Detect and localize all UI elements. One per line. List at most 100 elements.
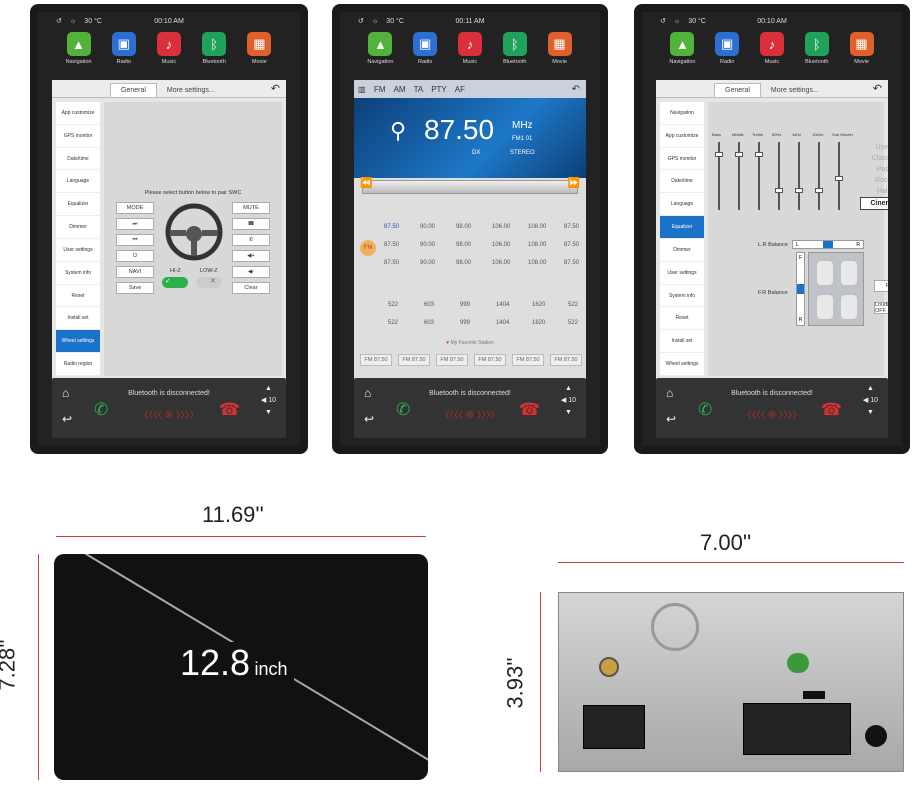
brightness-icon[interactable]: ☼: [673, 17, 681, 25]
volume-down-button[interactable]: ◀-: [232, 266, 270, 278]
app-radio[interactable]: ▣Radio: [405, 32, 445, 76]
am-preset[interactable]: 1404: [496, 320, 510, 326]
tab-more-settings[interactable]: More settings...: [770, 87, 819, 94]
fm-preset[interactable]: 108.00: [528, 242, 547, 248]
back-icon[interactable]: ↺: [358, 18, 364, 25]
answer-call-icon[interactable]: ✆: [698, 400, 713, 419]
favorite-station[interactable]: FM 87.50: [512, 354, 544, 366]
navi-button[interactable]: NAVI: [116, 266, 154, 278]
eq-slider[interactable]: [795, 142, 803, 210]
eq-slider[interactable]: [815, 142, 823, 210]
hiz-toggle[interactable]: ✓: [162, 277, 188, 288]
sidebar-item-app-customize[interactable]: App customize: [660, 125, 704, 148]
fm-preset[interactable]: 106.00: [492, 224, 511, 230]
return-icon[interactable]: ↩: [666, 412, 677, 426]
volume-control[interactable]: ▲◀ 10▼: [260, 385, 276, 416]
loudness-button[interactable]: Loudness OFF: [874, 302, 888, 314]
app-movie[interactable]: ▦Movie: [239, 32, 279, 76]
sidebar-item-date-time[interactable]: Date/time: [56, 148, 100, 171]
favorite-station[interactable]: FM 87.50: [398, 354, 430, 366]
preset-rock[interactable]: Rock: [875, 177, 888, 184]
answer-call-icon[interactable]: ✆: [396, 400, 411, 419]
preset-classic[interactable]: Classic: [871, 155, 888, 162]
eq-slider-knob[interactable]: [715, 151, 723, 157]
preset-cinema[interactable]: Cinema: [860, 197, 888, 210]
sidebar-item-user-settings[interactable]: User settings: [56, 239, 100, 262]
am-preset[interactable]: 999: [460, 302, 471, 308]
am-preset[interactable]: 603: [424, 320, 435, 326]
sidebar-item-wheel-settings[interactable]: Wheel settings: [56, 330, 100, 354]
back-icon[interactable]: ↺: [660, 18, 666, 25]
eq-slider[interactable]: [775, 142, 783, 210]
am-preset[interactable]: 522: [568, 302, 579, 308]
band-am[interactable]: AM: [393, 84, 406, 94]
volume-up-button[interactable]: ◀+: [232, 250, 270, 262]
sidebar-item-reset[interactable]: Reset: [660, 307, 704, 331]
fm-preset[interactable]: 106.00: [492, 242, 511, 248]
fm-preset[interactable]: 98.00: [456, 224, 472, 230]
eq-slider[interactable]: [735, 142, 743, 210]
prev-track-button[interactable]: ⏮: [116, 234, 154, 246]
sidebar-item-system-info[interactable]: System info: [660, 285, 704, 308]
am-preset[interactable]: 999: [460, 320, 471, 326]
home-icon[interactable]: ⌂: [364, 386, 372, 400]
fm-preset[interactable]: 98.00: [456, 260, 472, 266]
app-radio[interactable]: ▣Radio: [707, 32, 747, 76]
sidebar-item-equalizer[interactable]: Equalizer: [56, 193, 100, 217]
am-preset[interactable]: 522: [388, 302, 399, 308]
lowz-toggle[interactable]: ✕: [196, 277, 222, 288]
pty-toggle[interactable]: PTY: [431, 84, 447, 94]
fm-preset[interactable]: 90.00: [420, 260, 436, 266]
volume-control[interactable]: ▲◀ 10▼: [862, 385, 878, 416]
home-icon[interactable]: ⌂: [666, 386, 674, 400]
am-preset[interactable]: 1404: [496, 302, 510, 308]
mute-button[interactable]: MUTE: [232, 202, 270, 214]
app-navigation[interactable]: ▲Navigation: [662, 32, 702, 76]
fm-preset[interactable]: 108.00: [528, 224, 547, 230]
sidebar-item-app-customize[interactable]: App customize: [56, 102, 100, 125]
app-radio[interactable]: ▣Radio: [104, 32, 144, 76]
eq-slider[interactable]: [835, 142, 843, 210]
fm-preset[interactable]: 87.50: [384, 242, 400, 248]
clear-button[interactable]: Clear: [232, 282, 270, 294]
fm-preset[interactable]: 106.00: [492, 260, 511, 266]
ta-toggle[interactable]: TA: [413, 84, 424, 94]
tab-general[interactable]: General: [110, 83, 157, 97]
sidebar-item-date-time[interactable]: Date/time: [660, 170, 704, 194]
seek-forward-icon[interactable]: ⏩: [567, 178, 580, 189]
fm-preset[interactable]: 90.00: [420, 242, 436, 248]
sidebar-item-wheel-settings[interactable]: Wheel settings: [660, 353, 704, 376]
sidebar-item-language[interactable]: Language: [660, 193, 704, 217]
return-icon[interactable]: ↩: [62, 412, 73, 426]
power-button[interactable]: ⏻: [116, 250, 154, 262]
sidebar-item-install-set[interactable]: Install set: [660, 330, 704, 354]
preset-user[interactable]: User: [875, 144, 888, 151]
end-call-icon[interactable]: ☎: [518, 400, 540, 419]
fm-preset[interactable]: 87.50: [384, 260, 400, 266]
eq-slider[interactable]: [715, 142, 723, 210]
seek-back-icon[interactable]: ⏪: [360, 178, 373, 189]
sidebar-item-install-set[interactable]: Install set: [56, 307, 100, 331]
sidebar-item-reset[interactable]: Reset: [56, 285, 100, 308]
search-icon[interactable]: ⚲: [390, 118, 407, 143]
volume-control[interactable]: ▲◀ 10▼: [560, 385, 576, 416]
sidebar-item-user-settings[interactable]: User settings: [660, 262, 704, 285]
sidebar-item-radio-region[interactable]: Radio region: [56, 353, 100, 376]
favorite-station[interactable]: FM 87.50: [436, 354, 468, 366]
end-call-icon[interactable]: ☎: [820, 400, 842, 419]
brightness-icon[interactable]: ☼: [69, 17, 77, 25]
lr-balance-slider[interactable]: L R: [792, 240, 864, 249]
tab-more-settings[interactable]: More settings...: [166, 87, 215, 94]
return-icon[interactable]: ↩: [364, 412, 375, 426]
app-movie[interactable]: ▦Movie: [842, 32, 882, 76]
app-navigation[interactable]: ▲Navigation: [59, 32, 99, 76]
fm-preset[interactable]: 90.00: [420, 224, 436, 230]
fm-preset[interactable]: 87.50: [564, 242, 580, 248]
end-call-icon[interactable]: ☎: [218, 400, 240, 419]
next-track-button[interactable]: ⏭: [116, 218, 154, 230]
eq-slider-knob[interactable]: [755, 151, 763, 157]
fm-preset[interactable]: 87.50: [564, 260, 580, 266]
app-music[interactable]: ♪Music: [450, 32, 490, 76]
